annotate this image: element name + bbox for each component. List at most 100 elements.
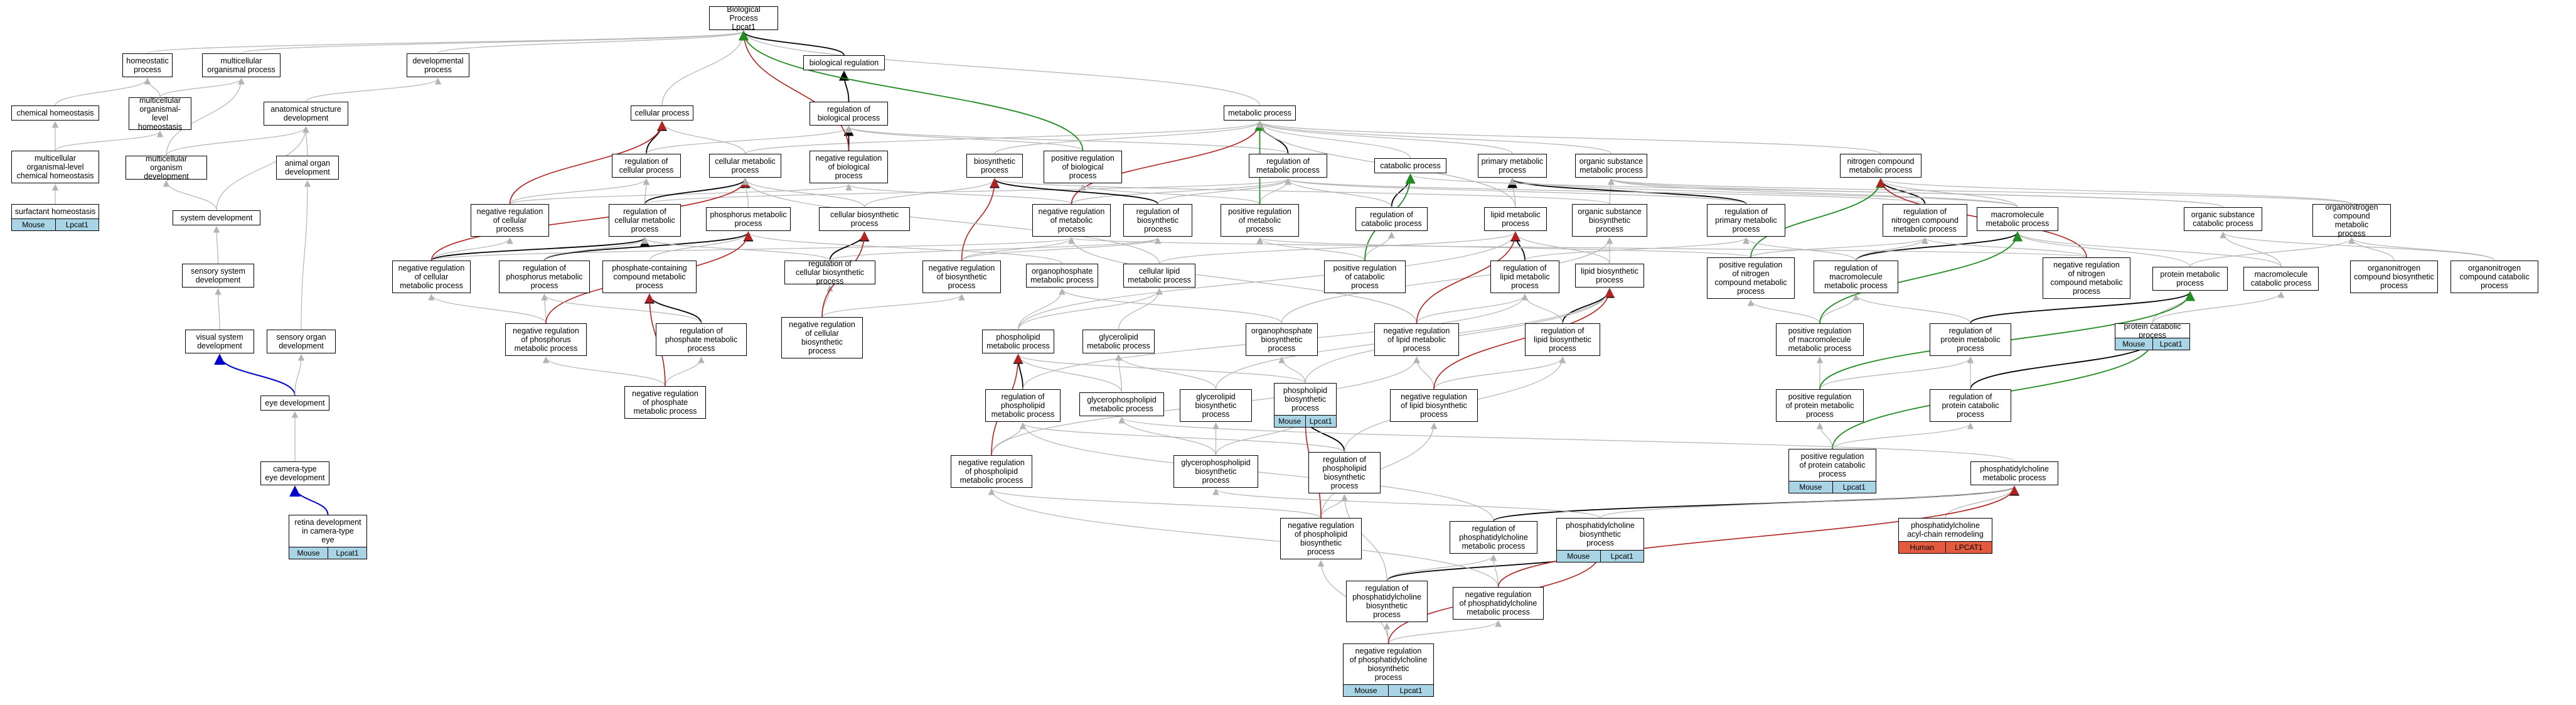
go-term-glycerolipmet[interactable]: glycerolipid metabolic process <box>1082 330 1155 353</box>
go-term-posregbiol[interactable]: positive regulation of biological proces… <box>1044 151 1122 183</box>
go-term-negreglipbiosyn[interactable]: negative regulation of lipid biosyntheti… <box>1390 389 1478 422</box>
edge-glycerophosplbiosyn-to-glycerophosplmet <box>1118 416 1217 456</box>
edge-celllip-to-cellmet <box>742 178 1160 264</box>
go-term-cellproc[interactable]: cellular process <box>631 105 693 121</box>
go-term-nitro[interactable]: nitrogen compound metabolic process <box>1840 154 1921 178</box>
go-term-regnitro[interactable]: regulation of nitrogen compound metaboli… <box>1883 204 1967 237</box>
go-term-posregprotcatab[interactable]: positive regulation of protein catabolic… <box>1788 449 1876 482</box>
go-term-camdev[interactable]: camera-type eye development <box>260 461 329 485</box>
go-term-lipmet[interactable]: lipid metabolic process <box>1484 207 1547 231</box>
go-term-metab[interactable]: metabolic process <box>1224 105 1296 121</box>
go-term-posregmet[interactable]: positive regulation of metabolic process <box>1221 204 1299 237</box>
go-term-regphosplbiosyn[interactable]: regulation of phospholipid biosynthetic … <box>1308 452 1381 493</box>
go-term-posregcatab[interactable]: positive regulation of catabolic process <box>1324 261 1406 293</box>
go-term-orgphosbiosyn[interactable]: organophosphate biosynthetic process <box>1246 323 1318 356</box>
go-term-orgsubbiosyn[interactable]: organic substance biosynthetic process <box>1572 204 1647 237</box>
go-term-negreglipmet[interactable]: negative regulation of lipid metabolic p… <box>1374 323 1459 356</box>
go-term-bp[interactable]: Biological Process Lpcat1 <box>709 5 778 31</box>
go-term-negregcell[interactable]: negative regulation of cellular process <box>471 204 549 237</box>
go-term-regphosmet[interactable]: regulation of phosphorus metabolic proce… <box>499 261 590 293</box>
go-term-phoscontain[interactable]: phosphate-containing compound metabolic … <box>602 261 697 293</box>
go-term-phosmet[interactable]: phosphorus metabolic process <box>706 207 791 231</box>
go-term-phosplbiosyn[interactable]: phospholipid biosynthetic process <box>1274 383 1337 416</box>
go-term-chemhomeo[interactable]: chemical homeostasis <box>11 105 99 121</box>
go-term-orgphosmet[interactable]: organophosphate metabolic process <box>1026 264 1098 288</box>
go-term-regprotmet[interactable]: regulation of protein metabolic process <box>1930 323 2011 356</box>
go-term-phosplmet[interactable]: phospholipid metabolic process <box>982 330 1054 353</box>
go-term-orgnitrobiosyn[interactable]: organonitrogen compound biosynthetic pro… <box>2350 261 2438 293</box>
go-term-negregphosplbiosyn[interactable]: negative regulation of phospholipid bios… <box>1280 518 1362 559</box>
go-term-sysdev[interactable]: system development <box>173 210 260 225</box>
go-term-biosyn[interactable]: biosynthetic process <box>966 154 1023 178</box>
go-term-regcatab[interactable]: regulation of catabolic process <box>1355 207 1428 231</box>
go-term-cellbiosyn[interactable]: cellular biosynthetic process <box>819 207 910 231</box>
go-term-anatdev[interactable]: anatomical structure development <box>264 102 348 126</box>
go-term-cellmet[interactable]: cellular metabolic process <box>709 154 781 178</box>
go-term-macromet[interactable]: macromolecule metabolic process <box>1977 207 2058 231</box>
go-term-orgnitrocatab[interactable]: organonitrogen compound catabolic proces… <box>2450 261 2538 293</box>
go-term-negregnitro[interactable]: negative regulation of nitrogen compound… <box>2043 257 2130 299</box>
go-term-animorgan[interactable]: animal organ development <box>276 156 339 180</box>
go-term-celllip[interactable]: cellular lipid metabolic process <box>1123 264 1195 288</box>
go-term-reglipbiosyn[interactable]: regulation of lipid biosynthetic process <box>1525 323 1600 356</box>
go-term-mchemhomeo[interactable]: multicellular organismal-level chemical … <box>11 151 99 183</box>
go-term-eyedev[interactable]: eye development <box>260 396 329 411</box>
go-term-multi[interactable]: multicellular organismal process <box>202 53 281 77</box>
go-term-regmet[interactable]: regulation of metabolic process <box>1249 154 1327 178</box>
go-term-orgnitromet[interactable]: organonitrogen compound metabolic proces… <box>2312 203 2391 238</box>
go-term-regphosplmet[interactable]: regulation of phospholipid metabolic pro… <box>985 389 1061 422</box>
go-term-regpcmet[interactable]: regulation of phosphatidylcholine metabo… <box>1450 521 1537 554</box>
go-term-posregmacro[interactable]: positive regulation of macromolecule met… <box>1776 323 1864 356</box>
go-term-negregmet[interactable]: negative regulation of metabolic process <box>1032 204 1111 237</box>
go-term-homeo[interactable]: homeostatic process <box>122 53 173 77</box>
go-term-surf[interactable]: surfactant homeostasis <box>11 204 99 219</box>
go-term-reglipmet[interactable]: regulation of lipid metabolic process <box>1490 261 1559 293</box>
go-term-protcatab[interactable]: protein catabolic process <box>2115 322 2190 340</box>
go-term-regbiol[interactable]: regulation of biological process <box>810 102 888 126</box>
go-term-orgsubmet[interactable]: organic substance metabolic process <box>1575 154 1647 178</box>
go-term-multihomeo[interactable]: multicellular organismal-level homeostas… <box>129 96 191 131</box>
go-term-negregcellbiosyn[interactable]: negative regulation of cellular biosynth… <box>781 317 863 358</box>
go-term-biolreg[interactable]: biological regulation <box>803 55 885 70</box>
go-term-regprotcatab[interactable]: regulation of protein catabolic process <box>1930 389 2011 422</box>
go-term-posregnitro[interactable]: positive regulation of nitrogen compound… <box>1707 257 1795 299</box>
go-term-glycerophosplmet[interactable]: glycerophospholipid metabolic process <box>1079 392 1164 416</box>
go-term-negregphosplmet[interactable]: negative regulation of phospholipid meta… <box>951 455 1032 488</box>
go-term-macrocatab[interactable]: macromolecule catabolic process <box>2243 267 2319 291</box>
go-term-catab[interactable]: catabolic process <box>1374 158 1446 173</box>
go-term-regpcbiosyn[interactable]: regulation of phosphatidylcholine biosyn… <box>1346 581 1428 622</box>
go-term-orgsubcatab[interactable]: organic substance catabolic process <box>2184 207 2262 231</box>
go-term-glycerophosplbiosyn[interactable]: glycerophospholipid biosynthetic process <box>1173 455 1258 488</box>
go-term-negregcellmet[interactable]: negative regulation of cellular metaboli… <box>392 261 471 293</box>
go-term-pcremodel[interactable]: phosphatidylcholine acyl-chain remodelin… <box>1898 518 1992 542</box>
go-term-regmacro[interactable]: regulation of macromolecule metabolic pr… <box>1814 261 1898 293</box>
go-term-negregbiosyn[interactable]: negative regulation of biosynthetic proc… <box>922 261 1001 293</box>
go-term-negregphosphatemet[interactable]: negative regulation of phosphate metabol… <box>624 386 706 419</box>
go-term-negregpcbiosyn[interactable]: negative regulation of phosphatidylcholi… <box>1343 643 1434 685</box>
edge-orgnitrobiosyn-to-orgnitromet <box>2348 237 2395 261</box>
go-term-negregphosmet[interactable]: negative regulation of phosphorus metabo… <box>505 323 587 356</box>
go-term-multidev[interactable]: multicellular organism development <box>126 154 207 181</box>
go-term-glycerolipbiosyn[interactable]: glycerolipid biosynthetic process <box>1180 389 1252 422</box>
go-term-regcellbiosyn[interactable]: regulation of cellular biosynthetic proc… <box>784 259 875 286</box>
go-term-regphosphatemet[interactable]: regulation of phosphate metabolic proces… <box>656 323 747 356</box>
go-term-sensorgan[interactable]: sensory organ development <box>267 330 336 353</box>
go-term-regcellmet[interactable]: regulation of cellular metabolic process <box>609 204 681 237</box>
go-term-primmet[interactable]: primary metabolic process <box>1478 154 1547 178</box>
go-term-negregbiol[interactable]: negative regulation of biological proces… <box>810 151 888 183</box>
go-term-devproc[interactable]: developmental process <box>407 53 469 77</box>
go-term-regprimmet[interactable]: regulation of primary metabolic process <box>1707 204 1785 237</box>
go-term-regbiosyn[interactable]: regulation of biosynthetic process <box>1123 204 1192 237</box>
go-term-negregpcmet[interactable]: negative regulation of phosphatidylcholi… <box>1453 587 1544 620</box>
go-term-pcbiosyn[interactable]: phosphatidylcholine biosynthetic process <box>1556 518 1644 551</box>
edge-negregcellmet-to-negregcell <box>430 237 513 261</box>
go-term-protmet[interactable]: protein metabolic process <box>2152 267 2228 291</box>
go-term-retina[interactable]: retina development in camera-type eye <box>289 515 367 547</box>
go-term-posregprotmet[interactable]: positive regulation of protein metabolic… <box>1776 389 1864 422</box>
go-term-regcell[interactable]: regulation of cellular process <box>612 154 681 178</box>
go-term-sensdev[interactable]: sensory system development <box>182 264 254 288</box>
go-term-pcmet[interactable]: phosphatidylcholine metabolic process <box>1970 461 2058 485</box>
go-term-visdev[interactable]: visual system development <box>185 330 254 353</box>
go-term-lipbiosyn[interactable]: lipid biosynthetic process <box>1575 264 1644 288</box>
